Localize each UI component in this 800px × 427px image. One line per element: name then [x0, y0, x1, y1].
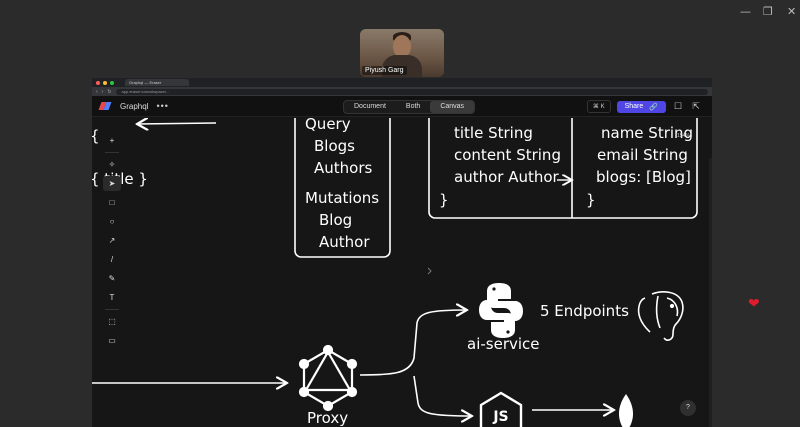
query-item-blogs: Blogs	[314, 137, 355, 155]
postgres-logo	[637, 291, 684, 341]
maximize-window-button[interactable]: ❐	[763, 5, 773, 18]
mutations-label: Mutations	[305, 189, 380, 207]
comments-icon[interactable]: ☐	[673, 101, 683, 111]
app-header: Graphql ••• Document Both Canvas ⌘ K Sha…	[92, 96, 712, 117]
mongodb-logo	[618, 394, 634, 427]
diagram-canvas[interactable]: JS { { title } Query Blogs Authors Mutat…	[92, 115, 712, 427]
help-button[interactable]: ?	[680, 400, 696, 416]
tab-document[interactable]: Document	[354, 103, 386, 110]
arrow-icon[interactable]: ↗	[108, 236, 116, 245]
query-label: Query	[305, 115, 351, 133]
mutation-item-author: Author	[319, 233, 370, 251]
browser-tab[interactable]: Graphql — Eraser	[125, 79, 189, 86]
canvas-drawing: JS	[92, 118, 698, 427]
author-field-name: name String	[601, 124, 694, 142]
pen-icon[interactable]: ✎	[108, 274, 116, 283]
frame-icon[interactable]: ⬚	[108, 317, 116, 326]
tab-both[interactable]: Both	[405, 103, 421, 110]
add-icon[interactable]: +	[109, 136, 115, 145]
shared-browser-window: Graphql — Eraser ‹ › ↻ app.eraser.io/wor…	[92, 78, 712, 427]
blog-field-title: title String	[454, 124, 533, 142]
author-field-blogs: blogs: [Blog]	[596, 168, 691, 186]
line-icon[interactable]: /	[110, 255, 114, 264]
drawing-toolbar: + ✧ ➤ □ ○ ↗ / ✎ T ⬚ ▭	[102, 133, 122, 348]
author-field-email: email String	[597, 146, 688, 164]
schema-box	[294, 118, 391, 258]
query-item-authors: Authors	[314, 159, 373, 177]
link-icon: 🔗	[649, 103, 658, 111]
minimize-window-button[interactable]: —	[740, 5, 751, 18]
reload-icon[interactable]: ↻	[107, 88, 112, 95]
url-input[interactable]: app.eraser.io/workspace/...	[115, 88, 708, 95]
share-label: Share	[624, 103, 644, 110]
forward-icon[interactable]: ›	[101, 88, 104, 95]
mutation-item-blog: Blog	[319, 211, 353, 229]
share-button[interactable]: Share 🔗	[616, 100, 666, 113]
canvas-scrollbar[interactable]	[709, 158, 712, 427]
python-logo	[479, 283, 523, 338]
tab-canvas[interactable]: Canvas	[430, 101, 475, 113]
ai-service-label: ai-service	[467, 335, 540, 353]
presenter-video-tile: Piyush Garg	[360, 29, 444, 77]
back-icon[interactable]: ‹	[96, 88, 98, 95]
eraser-logo-icon	[98, 102, 114, 110]
blog-close-brace: }	[439, 191, 449, 209]
graphql-logo	[298, 344, 358, 412]
text-icon[interactable]: T	[109, 293, 115, 302]
proxy-to-node-arrow	[413, 375, 472, 416]
command-palette-button[interactable]: ⌘ K	[586, 100, 611, 113]
browser-address-bar: ‹ › ↻ app.eraser.io/workspace/...	[92, 87, 712, 96]
heart-reaction-icon: ❤	[748, 296, 760, 312]
ellipse-icon[interactable]: ○	[109, 217, 115, 226]
rectangle-icon[interactable]: □	[109, 198, 115, 207]
close-window-button[interactable]: ✕	[787, 5, 797, 18]
view-mode-switcher: Document Both Canvas	[343, 100, 476, 114]
proxy-to-ai-arrow	[359, 310, 467, 376]
svg-text:JS: JS	[492, 409, 508, 425]
magic-icon[interactable]: ✧	[108, 160, 116, 169]
blog-field-author: author Author	[454, 168, 559, 186]
nodejs-logo: JS	[479, 391, 523, 427]
more-options-icon[interactable]: •••	[156, 101, 169, 111]
export-icon[interactable]: ⇱	[692, 101, 700, 111]
left-brace-text: {	[92, 127, 100, 145]
author-close-brace: }	[586, 191, 596, 209]
participant-name: Piyush Garg	[362, 66, 407, 75]
blog-type-box	[428, 118, 698, 219]
top-left-arrow	[137, 123, 217, 124]
comment-icon[interactable]: ▭	[108, 336, 116, 345]
select-icon[interactable]: ➤	[103, 176, 121, 191]
document-title[interactable]: Graphql	[120, 101, 149, 111]
browser-tab-bar: Graphql — Eraser	[92, 78, 712, 87]
endpoints-label: 5 Endpoints	[540, 302, 629, 320]
blog-field-content: content String	[454, 146, 561, 164]
mouse-cursor	[427, 267, 432, 275]
zoom-level[interactable]: 154%	[677, 133, 690, 139]
proxy-label: Proxy	[307, 409, 349, 427]
